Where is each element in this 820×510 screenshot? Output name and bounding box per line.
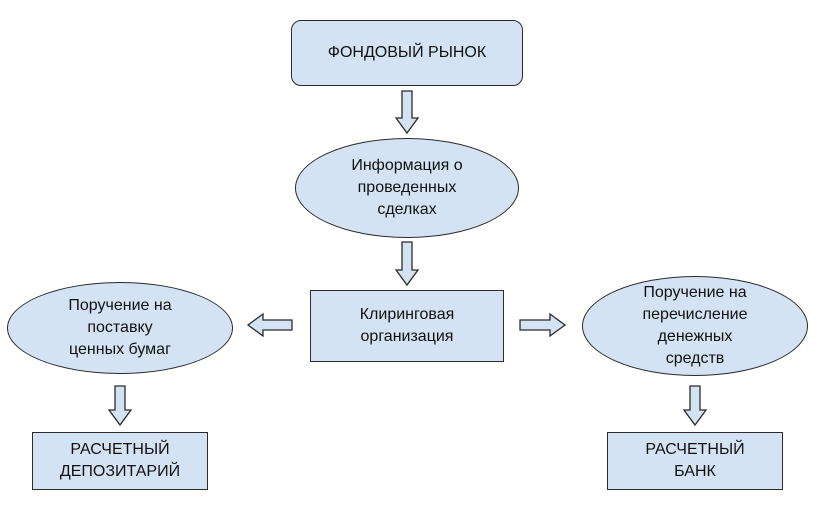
bank-box: РАСЧЕТНЫЙ БАНК [607, 432, 783, 490]
funds-order-label: Поручение на перечисление денежных средс… [642, 284, 748, 367]
arrow-info-to-clearing [394, 241, 420, 287]
funds-order-ellipse: Поручение на перечисление денежных средс… [582, 276, 808, 376]
clearing-organization-label: Клиринговая организация [359, 306, 455, 345]
arrow-clearing-to-securities [246, 312, 293, 338]
securities-order-ellipse: Поручение на поставку ценных бумаг [7, 282, 233, 374]
arrow-market-to-info [394, 90, 420, 135]
arrow-funds-to-bank [682, 385, 708, 427]
depository-label: РАСЧЕТНЫЙ ДЕПОЗИТАРИЙ [59, 441, 181, 480]
arrow-clearing-to-funds [519, 312, 567, 338]
stock-market-box: ФОНДОВЫЙ РЫНОК [291, 20, 523, 86]
securities-order-label: Поручение на поставку ценных бумаг [68, 297, 172, 358]
arrow-securities-to-depository [107, 385, 133, 427]
stock-market-label: ФОНДОВЫЙ РЫНОК [327, 44, 487, 61]
trade-info-ellipse: Информация о проведенных сделках [295, 138, 519, 238]
bank-label: РАСЧЕТНЫЙ БАНК [645, 441, 745, 480]
trade-info-label: Информация о проведенных сделках [351, 157, 463, 218]
clearing-organization-box: Клиринговая организация [310, 290, 504, 362]
depository-box: РАСЧЕТНЫЙ ДЕПОЗИТАРИЙ [32, 432, 208, 490]
